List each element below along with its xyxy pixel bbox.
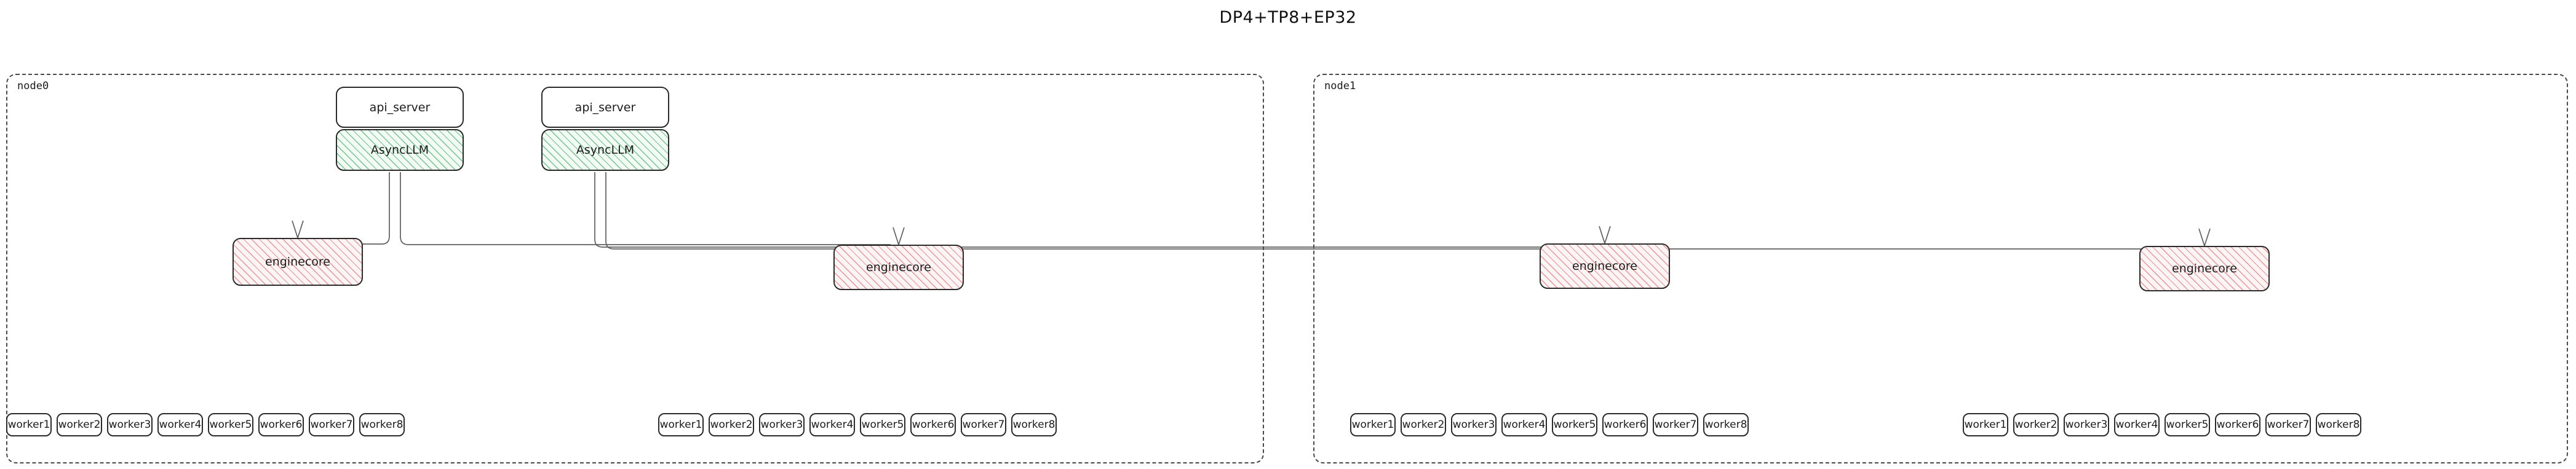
worker-box[interactable]: worker3 [759, 413, 805, 436]
worker-box-label: worker4 [811, 419, 854, 431]
worker-box[interactable]: worker1 [1350, 413, 1396, 436]
enginecore-box[interactable]: enginecore [1540, 243, 1670, 289]
worker-box[interactable]: worker5 [1552, 413, 1597, 436]
worker-box-label: worker4 [2115, 419, 2158, 431]
api-server-box[interactable]: api_server [541, 87, 669, 128]
worker-box-label: worker7 [310, 419, 353, 431]
worker-box-label: worker1 [659, 419, 702, 431]
worker-box[interactable]: worker8 [1703, 413, 1749, 436]
worker-box[interactable]: worker6 [1602, 413, 1648, 436]
worker-box-label: worker8 [360, 419, 403, 431]
worker-box[interactable]: worker5 [2165, 413, 2210, 436]
worker-box[interactable]: worker1 [1963, 413, 2008, 436]
worker-box-label: worker5 [861, 419, 904, 431]
worker-box-label: worker4 [159, 419, 202, 431]
worker-box[interactable]: worker3 [107, 413, 153, 436]
async-llm-box[interactable]: AsyncLLM [336, 129, 464, 171]
worker-box-label: worker5 [209, 419, 252, 431]
worker-box-label: worker1 [7, 419, 50, 431]
worker-box[interactable]: worker8 [2316, 413, 2361, 436]
worker-box[interactable]: worker4 [157, 413, 203, 436]
worker-box-label: worker1 [1964, 419, 2007, 431]
worker-box-label: worker6 [2216, 419, 2259, 431]
enginecore-box[interactable]: enginecore [833, 245, 964, 290]
worker-box-label: worker3 [108, 419, 151, 431]
api-server-box-label: api_server [369, 100, 431, 114]
page-title: DP4+TP8+EP32 [1219, 8, 1357, 27]
worker-box-label: worker2 [2014, 419, 2057, 431]
worker-box-label: worker7 [962, 419, 1005, 431]
worker-box[interactable]: worker6 [910, 413, 956, 436]
worker-box[interactable]: worker8 [1011, 413, 1057, 436]
worker-box-label: worker6 [912, 419, 955, 431]
worker-box[interactable]: worker6 [2215, 413, 2260, 436]
worker-box[interactable]: worker1 [6, 413, 52, 436]
node-cluster-label-node1: node1 [1324, 80, 1356, 92]
worker-box[interactable]: worker1 [658, 413, 704, 436]
node-cluster-label-node0: node0 [17, 80, 49, 92]
worker-box-label: worker6 [260, 419, 303, 431]
worker-box[interactable]: worker3 [2064, 413, 2109, 436]
worker-box[interactable]: worker3 [1451, 413, 1497, 436]
worker-box[interactable]: worker4 [809, 413, 855, 436]
worker-box[interactable]: worker2 [57, 413, 102, 436]
async-llm-box-label: AsyncLLM [370, 143, 429, 157]
worker-box-label: worker3 [2065, 419, 2108, 431]
async-llm-box[interactable]: AsyncLLM [541, 129, 669, 171]
worker-box[interactable]: worker7 [961, 413, 1006, 436]
worker-box-label: worker8 [2317, 419, 2360, 431]
worker-box-label: worker2 [58, 419, 101, 431]
worker-box-label: worker6 [1604, 419, 1647, 431]
worker-box[interactable]: worker2 [709, 413, 754, 436]
worker-box[interactable]: worker5 [860, 413, 905, 436]
worker-box[interactable]: worker4 [2114, 413, 2160, 436]
worker-box-label: worker4 [1503, 419, 1546, 431]
worker-box[interactable]: worker2 [2013, 413, 2059, 436]
worker-box-label: worker8 [1012, 419, 1055, 431]
worker-box-label: worker3 [760, 419, 803, 431]
enginecore-box-label: enginecore [2172, 262, 2237, 275]
worker-box-label: worker2 [710, 419, 753, 431]
worker-box[interactable]: worker6 [258, 413, 304, 436]
enginecore-box-label: enginecore [1572, 259, 1637, 273]
api-server-box-label: api_server [574, 100, 636, 114]
enginecore-box[interactable]: enginecore [2139, 246, 2270, 291]
node-cluster-node1: node1 [1313, 74, 2568, 463]
worker-box-label: worker7 [2267, 419, 2310, 431]
worker-box-label: worker5 [2166, 419, 2209, 431]
worker-box[interactable]: worker5 [208, 413, 253, 436]
worker-box[interactable]: worker7 [1653, 413, 1698, 436]
worker-box[interactable]: worker8 [359, 413, 405, 436]
worker-box-label: worker2 [1402, 419, 1445, 431]
worker-box[interactable]: worker7 [309, 413, 354, 436]
api-server-box[interactable]: api_server [336, 87, 464, 128]
worker-box-label: worker7 [1654, 419, 1697, 431]
worker-box[interactable]: worker4 [1501, 413, 1547, 436]
worker-box-label: worker1 [1351, 419, 1394, 431]
worker-box[interactable]: worker2 [1401, 413, 1446, 436]
enginecore-box[interactable]: enginecore [233, 238, 363, 286]
worker-box-label: worker3 [1452, 419, 1495, 431]
worker-box-label: worker8 [1704, 419, 1747, 431]
enginecore-box-label: enginecore [265, 255, 330, 269]
enginecore-box-label: enginecore [866, 261, 931, 274]
node-cluster-node0: node0 [6, 74, 1264, 463]
worker-box-label: worker5 [1553, 419, 1596, 431]
async-llm-box-label: AsyncLLM [576, 143, 635, 157]
worker-box[interactable]: worker7 [2265, 413, 2311, 436]
